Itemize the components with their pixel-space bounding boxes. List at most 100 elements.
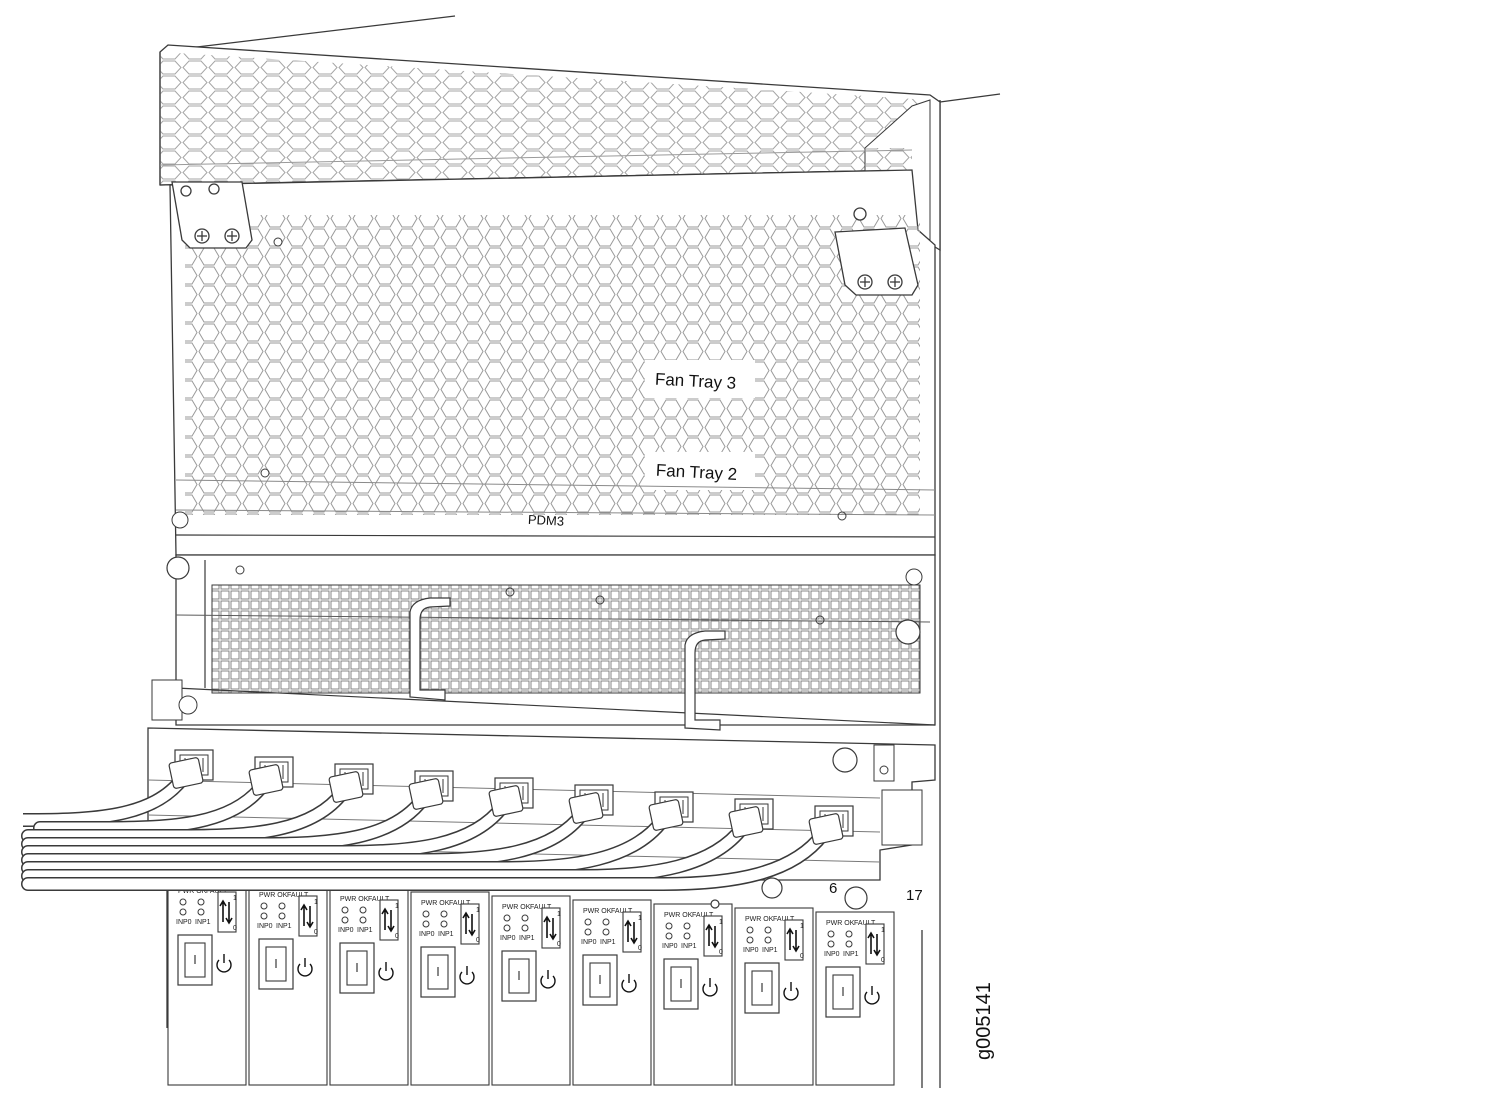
power-cable [21,785,350,843]
cable-plug [488,785,524,817]
power-cable [21,792,430,851]
switch-position-0: 0 [233,925,237,932]
pwr-ok-label: PWR OK [340,896,369,903]
power-cable [21,820,750,883]
power-rocker-switch[interactable] [258,938,294,990]
inp1-label: INP1 [357,927,373,934]
fault-label: FAULT [449,900,471,907]
inp1-led [683,932,691,940]
power-icon [216,954,232,973]
switch-position-1: 1 [557,911,561,918]
inp0-led [341,916,349,924]
cable-plug [648,799,684,831]
fan-tray-2-label: Fan Tray 2 [655,461,737,484]
slot-screws [710,877,868,910]
power-icon [783,982,799,1001]
input-mode-switch[interactable]: 10 [460,903,480,945]
inp1-label: INP1 [762,947,778,954]
fault-led [602,918,610,926]
power-cable [22,771,190,827]
inp1-label: INP1 [519,935,535,942]
fault-led [197,898,205,906]
inp1-label: INP1 [438,931,454,938]
pwr-ok-label: PWR OK [178,888,207,895]
power-rocker-switch[interactable] [582,954,618,1006]
inp0-label: INP0 [662,943,678,950]
inp1-label: INP1 [276,923,292,930]
input-mode-switch[interactable]: 10 [784,919,804,961]
inp0-led [746,936,754,944]
inp0-label: INP0 [257,923,273,930]
input-mode-switch[interactable]: 10 [703,915,723,957]
fault-label: FAULT [530,904,552,911]
inp1-led [359,916,367,924]
pwr-ok-led [179,898,187,906]
switch-position-0: 0 [881,957,885,964]
fault-led [359,906,367,914]
input-mode-switch[interactable]: 10 [298,895,318,937]
power-cable [21,806,590,867]
fan-tray-3-label: Fan Tray 3 [654,370,736,393]
cable-plug [728,806,764,838]
cable-plug [168,757,204,789]
power-rocker-switch[interactable] [501,950,537,1002]
fault-led [683,922,691,930]
power-icon [540,970,556,989]
power-rocker-switch[interactable] [663,958,699,1010]
fault-led [278,902,286,910]
inp1-led [440,920,448,928]
inp0-led [503,924,511,932]
fault-label: FAULT [854,920,876,927]
inp0-led [665,932,673,940]
inp0-led [422,920,430,928]
cable-plug [568,792,604,824]
pdm-module [151,554,936,731]
power-rocker-switch[interactable] [177,934,213,986]
power-rocker-switch[interactable] [420,946,456,998]
power-rocker-switch[interactable] [339,942,375,994]
fault-label: FAULT [206,888,228,895]
switch-position-0: 0 [476,937,480,944]
power-rocker-switch[interactable] [825,966,861,1018]
pwr-ok-label: PWR OK [259,892,288,899]
pdm-label: PDM3 [528,512,565,529]
inp1-label: INP1 [195,919,211,926]
pwr-ok-led [260,902,268,910]
input-mode-switch[interactable]: 10 [541,907,561,949]
switch-position-1: 1 [719,919,723,926]
switch-position-0: 0 [719,949,723,956]
inp0-label: INP0 [824,951,840,958]
fault-led [440,910,448,918]
power-cable [21,813,670,875]
inp0-label: INP0 [176,919,192,926]
input-mode-switch[interactable]: 10 [865,923,885,965]
power-rocker-switch[interactable] [744,962,780,1014]
inp1-led [764,936,772,944]
fault-label: FAULT [287,892,309,899]
cable-plug [808,813,844,845]
pwr-ok-led [665,922,673,930]
pwr-ok-label: PWR OK [745,916,774,923]
power-icon [864,986,880,1005]
input-mode-switch[interactable]: 10 [217,891,237,933]
inp0-label: INP0 [500,935,516,942]
switch-position-0: 0 [557,941,561,948]
switch-position-0: 0 [638,945,642,952]
inp0-label: INP0 [581,939,597,946]
chassis-outline [166,15,1001,1088]
inp0-led [827,940,835,948]
input-mode-switch[interactable]: 10 [379,899,399,941]
pwr-ok-led [827,930,835,938]
slot-number-6: 6 [829,880,837,897]
input-mode-switch[interactable]: 10 [622,911,642,953]
inp1-label: INP1 [681,943,697,950]
inp1-label: INP1 [843,951,859,958]
inp0-led [179,908,187,916]
inp1-led [521,924,529,932]
fault-label: FAULT [692,912,714,919]
